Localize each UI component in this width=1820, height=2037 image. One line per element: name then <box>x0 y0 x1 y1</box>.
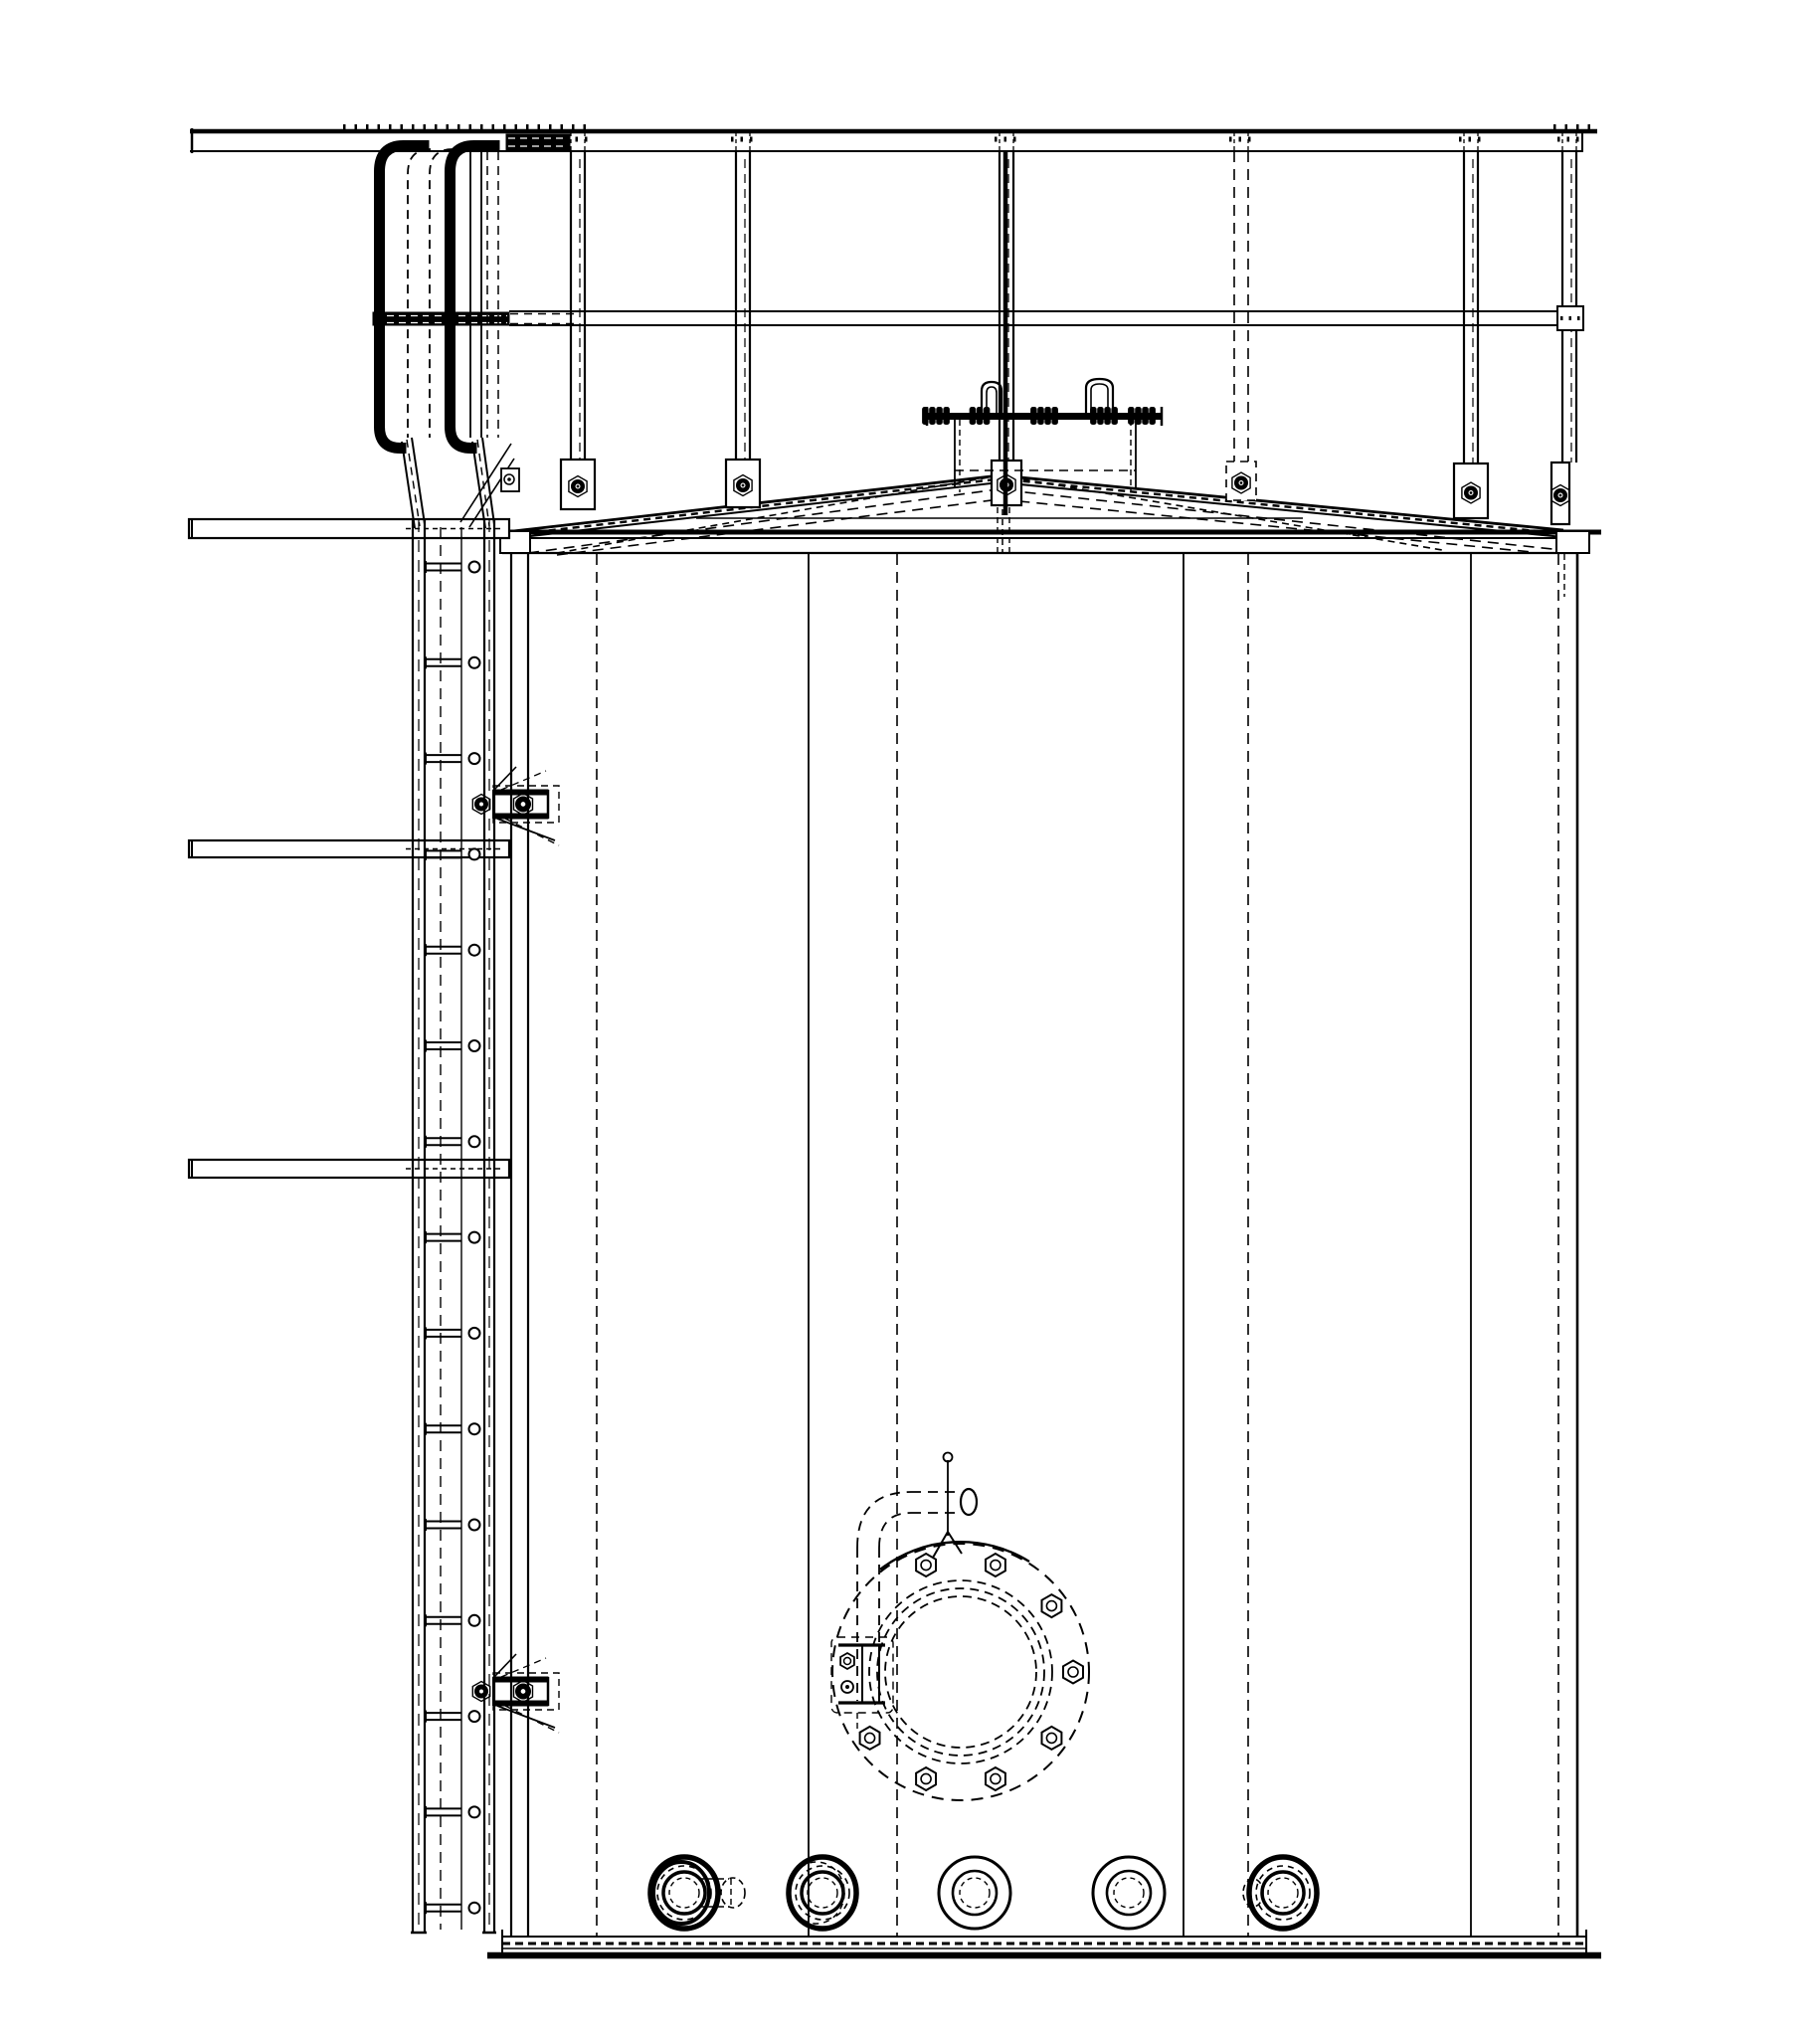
ladder-rung-2 <box>425 655 481 669</box>
manhole-davit <box>830 1451 979 1731</box>
nozzle-2 <box>786 1854 859 1932</box>
ladder-rung-15 <box>425 1901 481 1915</box>
ladder-rung-8 <box>425 1230 481 1244</box>
tank-bottom <box>487 1930 1601 1959</box>
ladder-rung-14 <box>425 1805 481 1819</box>
nozzle-1 <box>647 1854 746 1932</box>
tank-shell <box>509 554 1579 1936</box>
ladder-rung-9 <box>425 1326 481 1340</box>
nozzle-4 <box>1091 1855 1167 1931</box>
railing-post-2 <box>724 132 762 509</box>
railing-post-1 <box>559 132 597 511</box>
railing-post-5 <box>1452 132 1490 520</box>
nozzle-3 <box>937 1855 1012 1931</box>
tank-roof <box>512 473 1564 556</box>
ladder-rung-11 <box>425 1518 481 1532</box>
wall-support-bar-1 <box>187 517 511 540</box>
wall-support-bar-3 <box>187 1158 511 1180</box>
shell-manhole <box>831 1540 1090 1801</box>
ladder-rung-13 <box>425 1710 481 1724</box>
tank-top-rim <box>499 529 1601 555</box>
ladder-bracket-2 <box>471 1653 560 1734</box>
ladder-rung-4 <box>425 847 481 861</box>
ladder-rung-6 <box>425 1039 481 1052</box>
ladder-rung-10 <box>425 1422 481 1436</box>
ladder <box>374 140 520 1935</box>
handrail-mid-rail <box>372 305 1584 331</box>
railing-post-4 <box>1225 132 1257 501</box>
wall-support-bar-2 <box>187 838 511 859</box>
ladder-rung-12 <box>425 1613 481 1627</box>
ladder-rung-7 <box>425 1135 481 1149</box>
ladder-rung-3 <box>425 752 481 766</box>
ladder-rung-5 <box>425 943 481 957</box>
roof-manway-davit <box>922 151 1164 553</box>
ladder-rung-1 <box>425 560 481 574</box>
ladder-bracket-1 <box>471 766 560 846</box>
nozzle-5 <box>1242 1854 1320 1932</box>
